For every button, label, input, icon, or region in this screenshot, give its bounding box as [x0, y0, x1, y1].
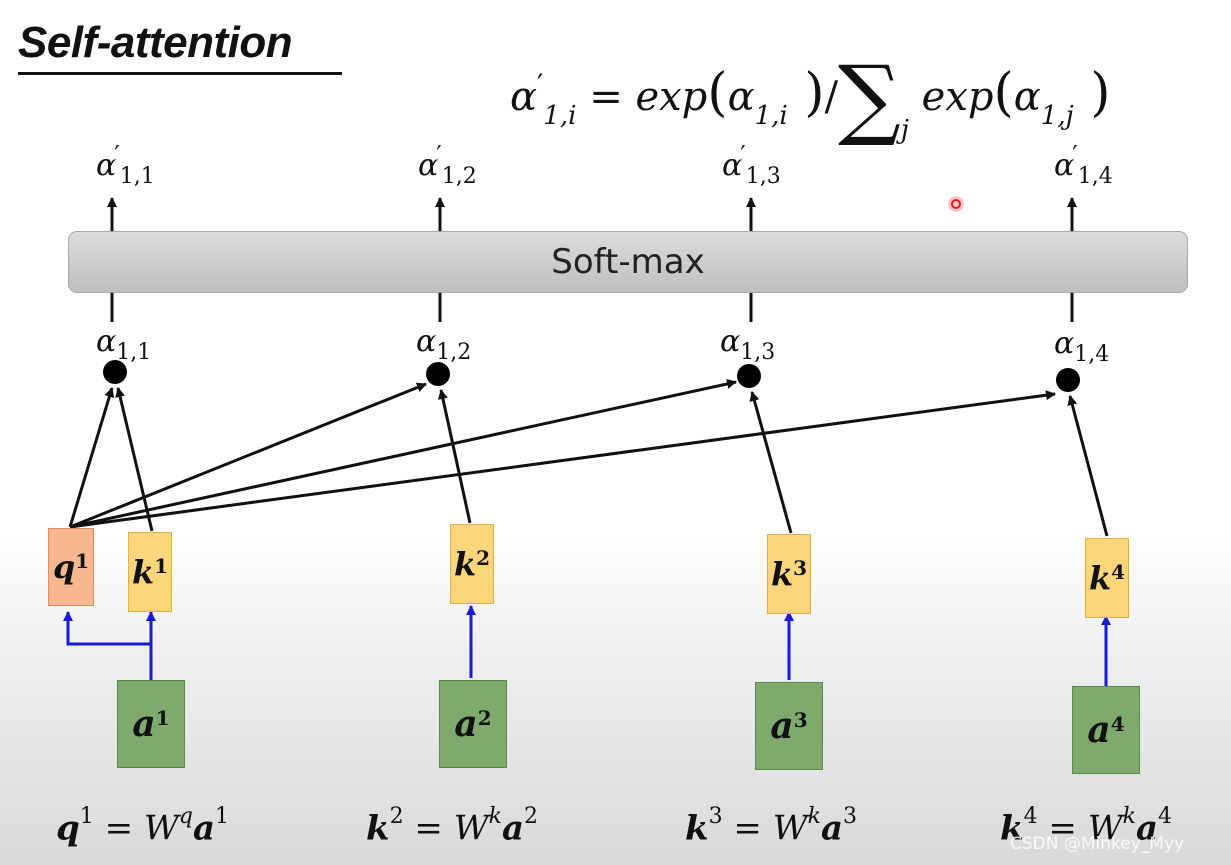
q-to-score-arrow-2	[69, 382, 427, 529]
formula-lhs-sub: 1,i	[543, 101, 577, 131]
score-label-3: α1,3	[720, 324, 776, 365]
k-to-score-arrow-1	[115, 387, 154, 532]
output-label-3: α′1,3	[722, 141, 781, 189]
equation-k3: k3 = Wka3	[685, 804, 858, 849]
score-dot-2	[426, 362, 450, 386]
cursor-dot-core	[951, 199, 961, 209]
output-label-1: α′1,1	[96, 141, 155, 189]
title-underline	[18, 72, 342, 75]
formula-sigma-sub: j	[900, 115, 909, 145]
score-label-1: α1,1	[96, 324, 152, 365]
score-label-2: α1,2	[416, 324, 472, 365]
formula-sigma: ∑	[838, 46, 901, 149]
formula-equals: =	[589, 74, 623, 120]
softmax-formula: α′1,i = exp(α1,i )/∑j exp(α1,j )	[510, 46, 1111, 149]
formula-sub-2: 1,j	[1040, 101, 1074, 131]
q-to-score-arrow-4	[69, 390, 1056, 529]
watermark: CSDN @Minkey_Myy	[1010, 834, 1185, 854]
output-label-4: α′1,4	[1054, 141, 1113, 189]
softmax-block: Soft-max	[68, 231, 1188, 293]
formula-sub-1: 1,i	[754, 101, 788, 131]
q-to-score-arrow-1	[68, 387, 115, 528]
score-dot-3	[737, 364, 761, 388]
cursor-dot	[948, 196, 964, 212]
score-dot-1	[103, 360, 127, 384]
score-label-4: α1,4	[1054, 326, 1110, 367]
k-to-score-arrow-3	[749, 391, 793, 534]
equation-k2: k2 = Wka2	[366, 804, 539, 849]
formula-alpha-1: α	[727, 74, 755, 120]
equation-q1: q1 = Wqa1	[56, 804, 229, 849]
page-title: Self-attention	[18, 18, 293, 67]
a1-to-q1-arrow	[63, 611, 153, 680]
q-to-score-arrow-3	[69, 379, 737, 529]
score-dot-4	[1056, 368, 1080, 392]
formula-slash: /	[824, 74, 839, 120]
k-to-score-arrow-4	[1067, 395, 1109, 537]
formula-lhs-prime: ′	[537, 68, 544, 101]
k-to-score-arrow-2	[438, 389, 472, 524]
formula-exp-2: exp	[921, 74, 994, 120]
formula-alpha-2: α	[1013, 74, 1041, 120]
formula-exp-1: exp	[635, 74, 708, 120]
equation-k4: k4 = Wka4	[1000, 804, 1173, 849]
output-label-2: α′1,2	[418, 141, 477, 189]
formula-lhs: α	[510, 74, 538, 120]
